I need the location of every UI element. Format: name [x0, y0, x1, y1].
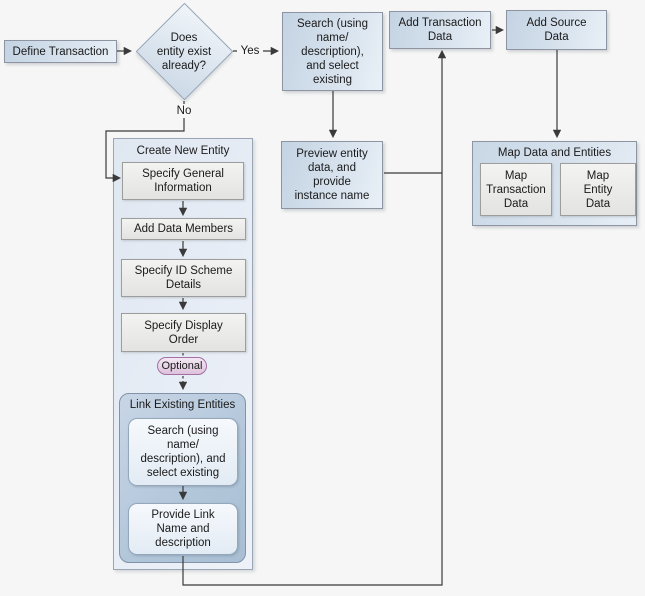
node-preview-entity-label: Preview entity data, and provide instanc… — [294, 148, 370, 202]
step-map-transaction-data-label: Map Transaction Data — [486, 169, 546, 210]
item-link-search-select-existing-label: Search (using name/ description), and se… — [140, 425, 226, 479]
item-provide-link-name: Provide Link Name and description — [128, 503, 238, 555]
container-map-data-and-entities-title: Map Data and Entities — [497, 147, 612, 159]
node-add-source-data-label: Add Source Data — [526, 17, 587, 43]
decision-diamond-label-wrap: Does entity exist already? — [134, 24, 234, 79]
step-specify-general-information-label: Specify General Information — [142, 168, 224, 194]
decision-diamond-label: Does entity exist already? — [156, 31, 212, 72]
step-map-entity-data-label: Map Entity Data — [583, 169, 613, 210]
node-add-transaction-data: Add Transaction Data — [389, 11, 491, 49]
item-provide-link-name-label: Provide Link Name and description — [151, 509, 215, 549]
step-specify-display-order-label: Specify Display Order — [144, 319, 223, 346]
node-add-source-data: Add Source Data — [506, 10, 607, 50]
step-map-transaction-data: Map Transaction Data — [480, 163, 552, 216]
step-specify-display-order: Specify Display Order — [121, 313, 246, 352]
container-create-new-entity-title: Create New Entity — [136, 145, 230, 157]
node-search-select-existing: Search (using name/ description), and se… — [282, 12, 383, 91]
step-specify-id-scheme-details: Specify ID Scheme Details — [121, 259, 246, 297]
node-define-transaction: Define Transaction — [4, 40, 117, 63]
node-preview-entity: Preview entity data, and provide instanc… — [281, 141, 383, 209]
optional-pill: Optional — [157, 357, 207, 375]
step-add-data-members-label: Add Data Members — [133, 223, 234, 235]
edge-label-no: No — [171, 104, 197, 118]
step-specify-id-scheme-details-label: Specify ID Scheme Details — [134, 265, 233, 291]
edge-label-yes: Yes — [237, 44, 263, 58]
node-add-transaction-data-label: Add Transaction Data — [398, 17, 482, 43]
node-search-select-existing-label: Search (using name/ description), and se… — [297, 17, 368, 86]
step-specify-general-information: Specify General Information — [122, 162, 244, 200]
container-link-existing-entities-title: Link Existing Entities — [129, 399, 236, 411]
step-add-data-members: Add Data Members — [121, 218, 246, 240]
item-link-search-select-existing: Search (using name/ description), and se… — [128, 418, 238, 486]
step-map-entity-data: Map Entity Data — [560, 163, 636, 216]
node-define-transaction-label: Define Transaction — [12, 45, 109, 58]
